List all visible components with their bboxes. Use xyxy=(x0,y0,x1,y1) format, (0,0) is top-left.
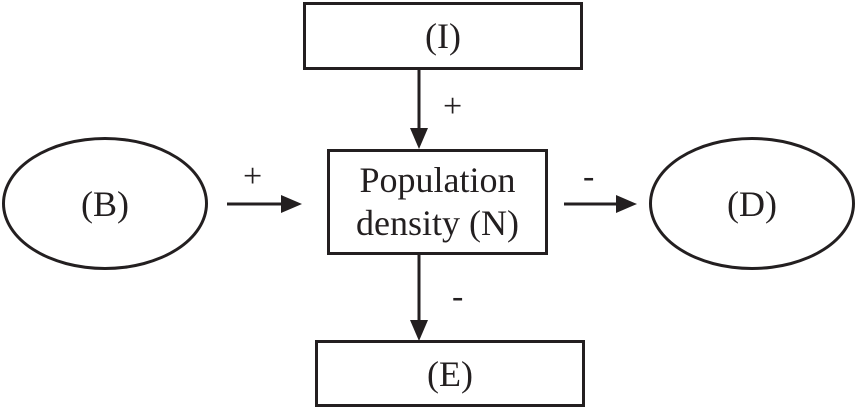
node-e-label: (E) xyxy=(427,353,473,394)
node-b-label: (B) xyxy=(81,183,129,224)
population-density-box: Population density (N) xyxy=(327,149,548,255)
node-i-box: (I) xyxy=(303,2,583,70)
sign-n-to-e: - xyxy=(452,278,464,315)
node-i-label: (I) xyxy=(425,16,461,56)
arrowhead-n-to-d xyxy=(616,195,637,213)
node-e-box: (E) xyxy=(315,340,585,407)
sign-n-to-d: - xyxy=(583,158,595,195)
node-d-label: (D) xyxy=(727,183,777,224)
node-b-ellipse: (B) xyxy=(2,137,208,270)
population-density-line1: Population xyxy=(359,160,516,200)
node-d-ellipse: (D) xyxy=(649,137,855,270)
arrowhead-i-to-n xyxy=(410,128,428,149)
sign-i-to-n: + xyxy=(443,88,463,125)
population-density-line2: density (N) xyxy=(356,203,519,243)
sign-b-to-n: + xyxy=(243,158,263,195)
arrowhead-n-to-e xyxy=(410,320,428,341)
arrowhead-b-to-n xyxy=(281,195,302,213)
